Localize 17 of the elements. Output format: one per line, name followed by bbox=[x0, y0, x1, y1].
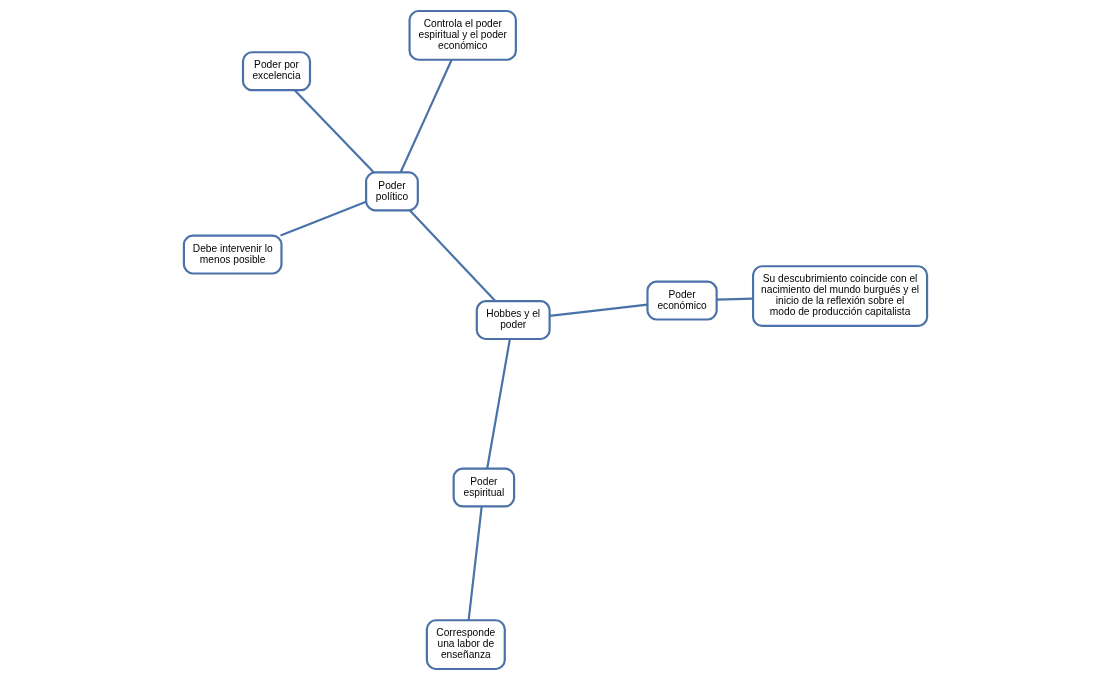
connector bbox=[399, 59, 453, 173]
node-box: Su descubrimiento coincide con el nacimiento del mundo burgués y el inicio de la reflexión sobre el modo de producción capitalista bbox=[751, 265, 928, 328]
node-box: Corresponde una labor de enseñanza bbox=[425, 619, 506, 671]
node-box: Debe intervenir lo menos posible bbox=[182, 234, 283, 275]
connector bbox=[293, 89, 374, 174]
connector bbox=[279, 200, 366, 237]
node-box: Poder económico bbox=[645, 280, 718, 321]
node-box: Poder espiritual bbox=[452, 467, 515, 508]
node-box: Controla el poder espiritual y el poder económico bbox=[407, 9, 517, 61]
connector bbox=[485, 339, 511, 469]
node-box: Poder por excelencia bbox=[241, 51, 311, 92]
connector bbox=[467, 506, 483, 621]
connector bbox=[408, 209, 496, 302]
node-box: Hobbes y el poder bbox=[475, 300, 551, 341]
connector bbox=[716, 297, 753, 301]
node-box: Poder político bbox=[364, 171, 419, 212]
connector bbox=[549, 303, 648, 317]
